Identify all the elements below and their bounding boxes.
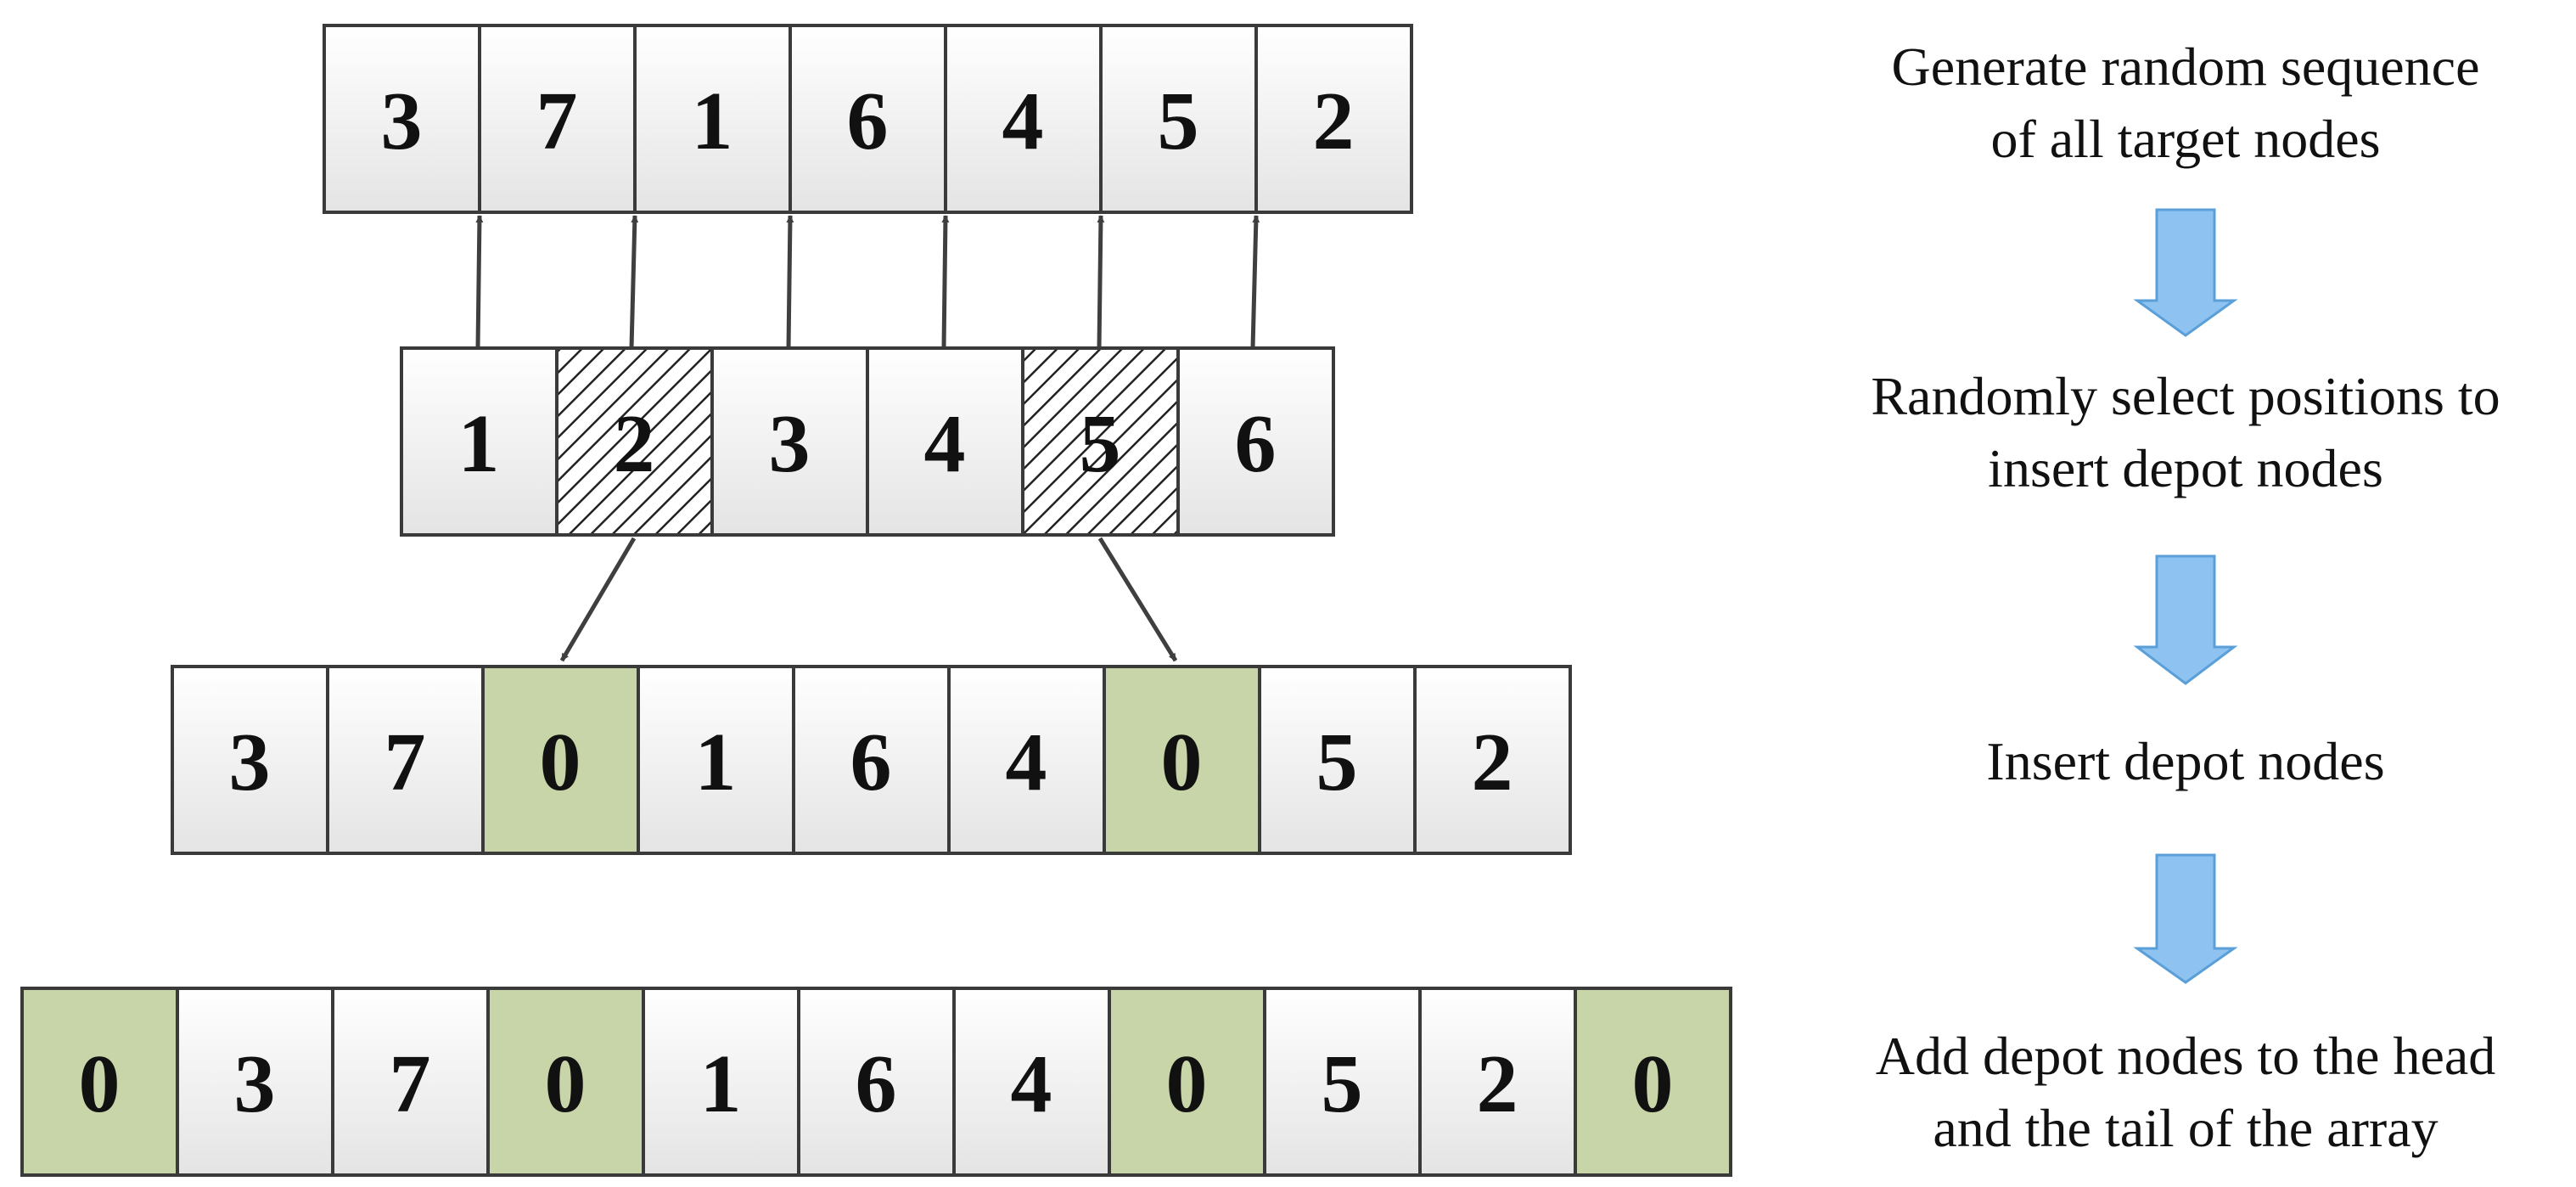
depot-cell: 0 — [1574, 987, 1732, 1177]
step-list: Generate random sequence of all target n… — [1871, 37, 2500, 1158]
cell-value: 4 — [924, 398, 966, 490]
cell: 1 — [400, 346, 558, 537]
cell: 4 — [947, 665, 1106, 855]
cell: 1 — [633, 24, 792, 214]
step-1-line-1: Generate random sequence — [1892, 37, 2480, 97]
up-arrow — [1097, 215, 1105, 349]
cell: 3 — [171, 665, 329, 855]
cell: 3 — [176, 987, 334, 1177]
cell-value: 3 — [381, 76, 423, 167]
step-3-line-1: Insert depot nodes — [1986, 731, 2384, 791]
cell-value: 7 — [384, 717, 426, 808]
step-2-line-1: Randomly select positions to — [1871, 366, 2500, 426]
up-arrow — [1250, 215, 1260, 349]
up-arrow — [629, 215, 639, 349]
selected-cell: 5 — [1021, 346, 1180, 537]
cell-value: 1 — [695, 717, 737, 808]
array-final: 0 3 7 0 1 6 4 0 5 2 0 — [20, 987, 1732, 1177]
depot-cell: 0 — [1108, 987, 1266, 1177]
cell: 3 — [710, 346, 869, 537]
cell: 2 — [1418, 987, 1577, 1177]
cell: 7 — [331, 987, 490, 1177]
cell: 7 — [326, 665, 485, 855]
step-2-line-2: insert depot nodes — [1988, 438, 2383, 498]
cell-value: 5 — [1080, 398, 1121, 490]
array-with-depots: 3 7 0 1 6 4 0 5 2 — [171, 665, 1572, 855]
cell-value: 6 — [856, 1038, 897, 1130]
cell-value: 5 — [1316, 717, 1358, 808]
cell-value: 2 — [1472, 717, 1513, 808]
cell-value: 6 — [1235, 398, 1277, 490]
cell-value: 4 — [1011, 1038, 1052, 1130]
depot-cell: 0 — [486, 987, 645, 1177]
selected-cell: 2 — [555, 346, 714, 537]
step-4-line-2: and the tail of the array — [1933, 1098, 2438, 1158]
cell-value: 2 — [1313, 76, 1355, 167]
cell: 4 — [866, 346, 1024, 537]
up-arrow — [941, 215, 950, 349]
insert-arrow — [559, 537, 637, 662]
cell-value: 0 — [1632, 1038, 1674, 1130]
cell: 2 — [1254, 24, 1413, 214]
cell-value: 0 — [79, 1038, 121, 1130]
cell-value: 6 — [847, 76, 889, 167]
cell: 4 — [952, 987, 1111, 1177]
cell: 6 — [792, 665, 951, 855]
cell: 5 — [1099, 24, 1258, 214]
cell-value: 4 — [1002, 76, 1044, 167]
cell-value: 3 — [234, 1038, 276, 1130]
step-4-line-1: Add depot nodes to the head — [1876, 1026, 2496, 1086]
cell: 6 — [789, 24, 947, 214]
depot-cell: 0 — [481, 665, 640, 855]
cell-value: 1 — [458, 398, 500, 490]
cell: 5 — [1263, 987, 1422, 1177]
position-arrows — [475, 215, 1260, 349]
cell-value: 6 — [850, 717, 892, 808]
up-arrow — [786, 215, 794, 349]
up-arrow — [475, 215, 484, 349]
depot-cell: 0 — [1103, 665, 1261, 855]
cell: 2 — [1413, 665, 1572, 855]
down-arrow-icon — [2133, 554, 2238, 685]
cell: 6 — [1176, 346, 1335, 537]
cell-value: 7 — [536, 76, 578, 167]
step-1-line-2: of all target nodes — [1990, 109, 2380, 169]
cell: 7 — [478, 24, 637, 214]
cell-value: 5 — [1322, 1038, 1363, 1130]
cell-value: 7 — [390, 1038, 431, 1130]
cell-value: 0 — [545, 1038, 586, 1130]
cell: 3 — [323, 24, 481, 214]
cell: 4 — [944, 24, 1103, 214]
cell-value: 5 — [1158, 76, 1199, 167]
cell: 1 — [642, 987, 800, 1177]
insert-arrow — [1097, 537, 1178, 662]
cell: 1 — [637, 665, 795, 855]
cell-value: 4 — [1006, 717, 1047, 808]
cell-value: 0 — [540, 717, 581, 808]
depot-cell: 0 — [20, 987, 179, 1177]
cell: 6 — [797, 987, 956, 1177]
cell-value: 3 — [769, 398, 811, 490]
cell-value: 2 — [614, 398, 655, 490]
cell: 5 — [1258, 665, 1417, 855]
insert-arrows — [559, 537, 1178, 662]
array-random-sequence: 3 7 1 6 4 5 2 — [323, 24, 1413, 214]
down-arrow-icon — [2133, 208, 2238, 337]
cell-value: 1 — [692, 76, 733, 167]
cell-value: 1 — [700, 1038, 742, 1130]
down-arrow-icon — [2133, 853, 2238, 984]
cell-value: 0 — [1161, 717, 1203, 808]
cell-value: 0 — [1166, 1038, 1208, 1130]
cell-value: 3 — [229, 717, 271, 808]
array-insert-positions: 1 2 3 4 5 6 — [400, 346, 1335, 537]
cell-value: 2 — [1477, 1038, 1518, 1130]
